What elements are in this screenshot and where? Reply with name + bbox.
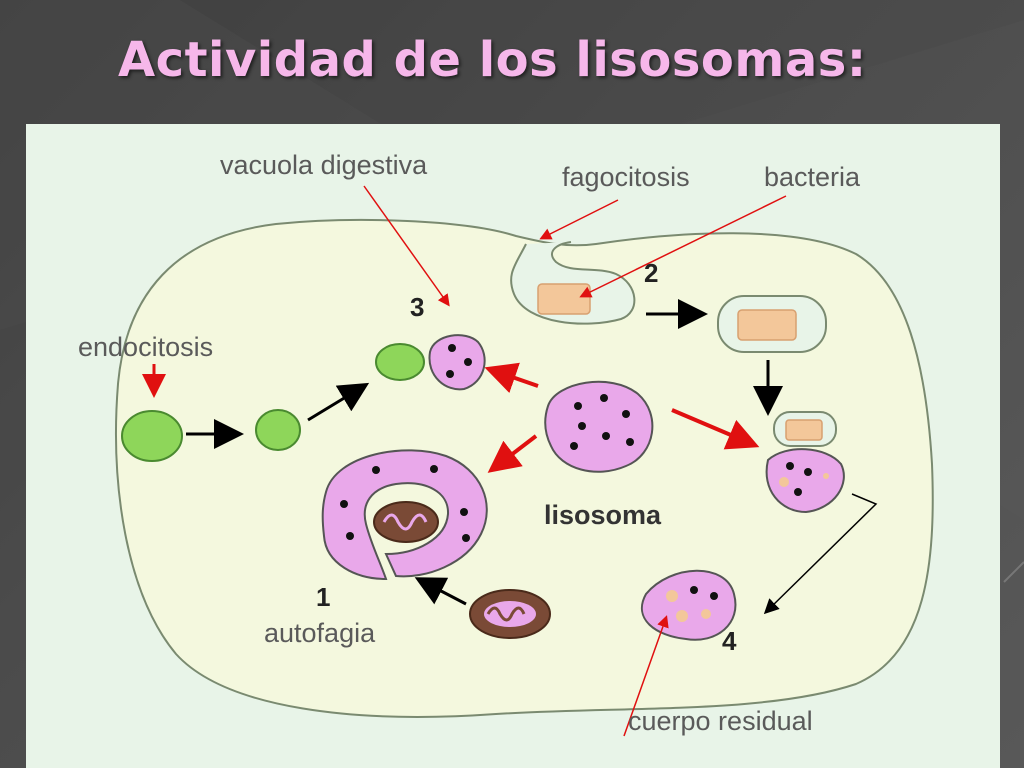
fusing-lysosome — [428, 334, 486, 391]
label-endocitosis: endocitosis — [78, 332, 213, 362]
pointer-cuerpo-residual — [623, 615, 669, 737]
autophagic-lysosome — [321, 449, 488, 581]
engulfed-mitochondrion — [373, 501, 439, 543]
bacterium-small — [785, 419, 823, 441]
red-arrow-to-phagosome — [671, 408, 760, 450]
step-2: 2 — [644, 258, 658, 288]
label-fagocitosis: fagocitosis — [562, 162, 690, 192]
label-autofagia: autofagia — [264, 618, 376, 648]
label-bacteria: bacteria — [764, 162, 861, 192]
pointer-fagocitosis — [539, 199, 619, 240]
label-lisosoma: lisosoma — [544, 500, 662, 530]
arrow-autophagy — [414, 577, 467, 606]
endocytic-vesicle-1 — [121, 410, 183, 462]
step-3: 3 — [410, 292, 424, 322]
step-4: 4 — [722, 626, 737, 656]
pointer-vacuola — [363, 185, 450, 307]
label-vacuola-digestiva: vacuola digestiva — [220, 150, 428, 180]
bacterium-in-phagosome — [737, 309, 797, 341]
label-cuerpo-residual: cuerpo residual — [628, 706, 813, 736]
arrow-endocytosis-2 — [307, 382, 370, 422]
red-arrow-to-autophagy — [487, 434, 538, 473]
secondary-lysosome — [765, 448, 845, 514]
pointer-bacteria — [579, 195, 787, 298]
lysosome-diagram: vacuola digestiva fagocitosis bacteria e… — [26, 124, 1000, 768]
bacterium-entering — [537, 283, 591, 315]
slide-title: Actividad de los lisosomas: — [118, 32, 867, 88]
arrow-to-residual-body — [763, 493, 878, 615]
lysosome — [544, 380, 654, 473]
step-1: 1 — [316, 582, 330, 612]
endocytic-vesicle-3 — [375, 343, 425, 381]
red-arrow-to-vesicle — [484, 362, 539, 393]
endocytic-vesicle-2 — [255, 409, 301, 451]
